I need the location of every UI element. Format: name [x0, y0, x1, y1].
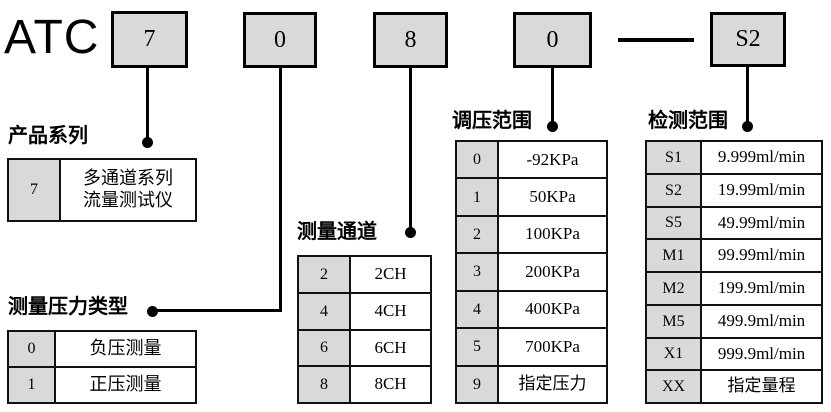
pressure-range-title: 调压范围	[452, 110, 532, 132]
table-row: 2 2CH	[297, 255, 432, 294]
brand-text: ATC	[4, 11, 100, 64]
table-row: 3 200KPa	[455, 252, 608, 292]
table-row: 0 负压测量	[7, 330, 197, 368]
desc-cell: 100KPa	[497, 214, 608, 255]
desc-cell: 700KPa	[497, 327, 608, 367]
desc-cell: 200KPa	[497, 252, 608, 292]
desc-cell: -92KPa	[497, 139, 608, 180]
connector-line-series	[146, 68, 149, 138]
product-series-title: 产品系列	[8, 125, 88, 147]
desc-cell: 99.99ml/min	[700, 238, 823, 273]
desc-cell: 199.9ml/min	[700, 271, 823, 306]
desc-cell: 2CH	[349, 255, 432, 294]
table-row: 1 50KPa	[455, 177, 608, 217]
connector-line-pressure-range	[551, 68, 554, 123]
code-cell: 0	[7, 330, 56, 368]
pressure-range-table: 0 -92KPa 1 50KPa 2 100KPa 3 200KPa 4 400…	[455, 139, 608, 405]
table-row: 7 多通道系列 流量测试仪	[7, 158, 197, 222]
code-cell: S1	[645, 140, 702, 175]
pressure-type-table: 0 负压测量 1 正压测量	[7, 330, 197, 404]
table-row: 4 400KPa	[455, 289, 608, 330]
code-cell: 4	[297, 291, 351, 331]
series-code-box: 7	[111, 11, 188, 68]
connector-dot-detection-range	[742, 121, 753, 132]
code-cell: 5	[455, 327, 499, 367]
table-row: 2 100KPa	[455, 214, 608, 255]
table-row: M1 99.99ml/min	[645, 238, 823, 273]
desc-cell: 负压测量	[54, 330, 197, 368]
code-cell: 1	[455, 177, 499, 217]
pressure-range-code-box: 0	[513, 12, 592, 68]
connector-dot-pressure-type	[147, 306, 158, 317]
desc-cell: 499.9ml/min	[700, 303, 823, 339]
connector-line-pressure-type-vertical	[279, 68, 282, 312]
table-row: 5 700KPa	[455, 327, 608, 367]
table-row: 9 指定压力	[455, 364, 608, 405]
desc-cell: 999.9ml/min	[700, 336, 823, 372]
desc-cell: 8CH	[349, 365, 432, 404]
code-cell: M5	[645, 303, 702, 339]
connector-line-channels	[409, 68, 412, 228]
pressure-type-code-box: 0	[243, 12, 317, 68]
table-row: M5 499.9ml/min	[645, 303, 823, 339]
code-cell: 2	[455, 214, 499, 255]
table-row: 0 -92KPa	[455, 139, 608, 180]
connector-dot-pressure-range	[547, 121, 558, 132]
desc-cell: 6CH	[349, 328, 432, 368]
desc-cell: 指定量程	[700, 369, 823, 404]
code-cell: 9	[455, 364, 499, 405]
product-series-table: 7 多通道系列 流量测试仪	[7, 158, 197, 222]
desc-cell: 50KPa	[497, 177, 608, 217]
separator-dash	[618, 38, 694, 42]
code-cell: M2	[645, 271, 702, 306]
connector-line-detection-range	[746, 67, 749, 123]
code-cell: 7	[7, 158, 61, 222]
desc-cell: 49.99ml/min	[700, 205, 823, 241]
code-cell: 4	[455, 289, 499, 330]
code-cell: XX	[645, 369, 702, 404]
desc-cell: 9.999ml/min	[700, 140, 823, 175]
channels-table: 2 2CH 4 4CH 6 6CH 8 8CH	[297, 255, 432, 404]
connector-dot-series	[142, 137, 153, 148]
desc-cell: 19.99ml/min	[700, 172, 823, 208]
table-row: M2 199.9ml/min	[645, 271, 823, 306]
table-row: S1 9.999ml/min	[645, 140, 823, 175]
code-cell: 3	[455, 252, 499, 292]
table-row: 4 4CH	[297, 291, 432, 331]
desc-cell: 4CH	[349, 291, 432, 331]
table-row: 1 正压测量	[7, 366, 197, 404]
table-row: S5 49.99ml/min	[645, 205, 823, 241]
code-cell: 1	[7, 366, 56, 404]
channels-code-box: 8	[373, 12, 448, 68]
table-row: 6 6CH	[297, 328, 432, 368]
code-cell: 8	[297, 365, 351, 404]
code-cell: 0	[455, 139, 499, 180]
connector-dot-channels	[405, 227, 416, 238]
channels-title: 测量通道	[297, 221, 377, 243]
table-row: 8 8CH	[297, 365, 432, 404]
detection-range-table: S1 9.999ml/min S2 19.99ml/min S5 49.99ml…	[645, 140, 823, 404]
table-row: X1 999.9ml/min	[645, 336, 823, 372]
desc-cell: 400KPa	[497, 289, 608, 330]
code-cell: 6	[297, 328, 351, 368]
code-cell: 2	[297, 255, 351, 294]
table-row: XX 指定量程	[645, 369, 823, 404]
detection-range-title: 检测范围	[648, 110, 728, 132]
pressure-type-title: 测量压力类型	[8, 296, 128, 318]
code-cell: S2	[645, 172, 702, 208]
desc-cell: 指定压力	[497, 364, 608, 405]
code-cell: M1	[645, 238, 702, 273]
connector-line-pressure-type-horizontal	[153, 309, 282, 312]
table-row: S2 19.99ml/min	[645, 172, 823, 208]
desc-cell: 多通道系列 流量测试仪	[59, 158, 197, 222]
desc-cell: 正压测量	[54, 366, 197, 404]
code-cell: X1	[645, 336, 702, 372]
detection-range-code-box: S2	[710, 12, 786, 67]
code-cell: S5	[645, 205, 702, 241]
